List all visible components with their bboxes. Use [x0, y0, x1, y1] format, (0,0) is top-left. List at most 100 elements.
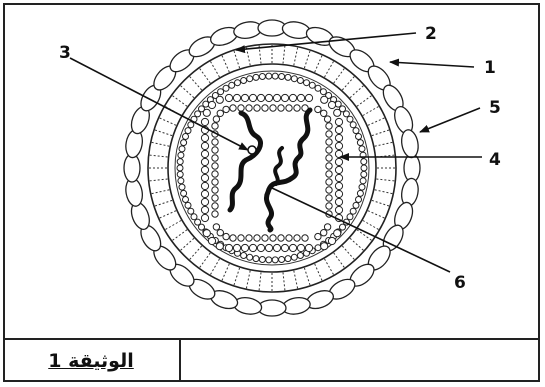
- capsid-bead: [326, 163, 332, 169]
- bilayer-segment: [350, 86, 363, 98]
- matrix-bead: [179, 184, 185, 190]
- capsid-bead: [273, 94, 280, 101]
- matrix-bead: [266, 257, 272, 263]
- capsid-bead: [257, 244, 264, 251]
- bilayer-segment: [283, 272, 285, 290]
- matrix-bead: [259, 74, 265, 80]
- capsid-bead: [216, 243, 223, 250]
- bilayer-segment: [372, 130, 389, 136]
- label-5: 5: [489, 98, 501, 118]
- capsid-bead: [262, 235, 268, 241]
- label-2: 2: [425, 24, 437, 44]
- capsid-bead: [335, 206, 342, 213]
- matrix-bead: [191, 214, 197, 220]
- capsid-bead: [326, 147, 332, 153]
- capsid-bead: [201, 198, 208, 205]
- capsid-bead: [335, 142, 342, 149]
- capsid-bead: [335, 166, 342, 173]
- bilayer-segment: [325, 62, 334, 78]
- matrix-bead: [183, 197, 189, 203]
- capsid-bead: [278, 235, 284, 241]
- matrix-bead: [178, 178, 184, 184]
- bilayer-segment: [304, 51, 310, 68]
- virus-diagram: 2 1 3 5 4 6: [0, 0, 545, 340]
- capsid-bead: [257, 94, 264, 101]
- lipid-bilayer-segments: [149, 45, 395, 291]
- label-3: 3: [59, 43, 71, 63]
- capsid-bead: [225, 244, 232, 251]
- bilayer-segment: [350, 238, 363, 250]
- capsid-bead: [324, 224, 330, 230]
- bilayer-segment: [166, 221, 182, 230]
- bilayer-segment: [315, 264, 322, 281]
- capsid-bead: [212, 203, 218, 209]
- capsid-bead: [201, 190, 208, 197]
- capsid-bead: [201, 134, 208, 141]
- capsid-bead: [335, 198, 342, 205]
- capsid-bead: [212, 147, 218, 153]
- capsid-bead: [335, 126, 342, 133]
- capsid-bead: [230, 105, 236, 111]
- capsid-bead: [328, 101, 335, 108]
- capsid-bead: [281, 94, 288, 101]
- capsid-bead: [324, 116, 330, 122]
- capsid-bead: [249, 244, 256, 251]
- bilayer-segment: [181, 238, 194, 250]
- bilayer-segment: [200, 69, 211, 84]
- matrix-bead: [185, 128, 191, 134]
- bilayer-segment: [211, 259, 220, 275]
- matrix-bead: [285, 74, 291, 80]
- capsid-bead: [225, 94, 232, 101]
- capsid-bead: [335, 118, 342, 125]
- bilayer-segment: [375, 142, 393, 146]
- bilayer-segment: [190, 77, 202, 90]
- bilayer-segment: [222, 56, 229, 73]
- matrix-bead: [279, 257, 285, 263]
- matrix-bead: [259, 257, 265, 263]
- capsid-bead: [289, 244, 296, 251]
- bilayer-segment: [342, 246, 354, 259]
- capsid-bead: [201, 206, 208, 213]
- bilayer-segment: [259, 272, 261, 290]
- capsid-bead: [326, 179, 332, 185]
- matrix-bead: [253, 256, 259, 262]
- bilayer-segment: [294, 48, 298, 66]
- capsid-bead: [246, 235, 252, 241]
- capsid-bead: [212, 123, 218, 129]
- capsid-bead: [212, 187, 218, 193]
- capsid-bead: [262, 105, 268, 111]
- capsid-bead: [217, 110, 223, 116]
- rna-strand-right: [266, 110, 310, 230]
- rna-strand-middle: [275, 148, 282, 184]
- capsid-bead: [326, 155, 332, 161]
- capsid-bead: [223, 233, 229, 239]
- matrix-bead: [357, 140, 363, 146]
- matrix-bead: [353, 202, 359, 208]
- matrix-bead: [315, 85, 321, 91]
- capsid-bead: [335, 182, 342, 189]
- matrix-bead: [297, 253, 303, 259]
- capsid-bead: [241, 244, 248, 251]
- capsid-bead: [208, 101, 215, 108]
- capsid-bead: [278, 105, 284, 111]
- matrix-bead: [241, 78, 247, 84]
- matrix-bead: [291, 76, 297, 82]
- capsid-bead: [270, 105, 276, 111]
- matrix-bead: [359, 184, 365, 190]
- capsid-bead: [254, 235, 260, 241]
- capsid-bead: [213, 116, 219, 122]
- capsid-bead: [203, 230, 210, 237]
- matrix-bead: [177, 159, 183, 165]
- capsid-bead: [212, 171, 218, 177]
- capsid-bead: [212, 155, 218, 161]
- matrix-bead: [241, 253, 247, 259]
- capsid-bead: [286, 105, 292, 111]
- matrix-bead: [179, 146, 185, 152]
- matrix-bead: [177, 171, 183, 177]
- matrix-bead: [347, 116, 353, 122]
- matrix-bead: [185, 202, 191, 208]
- matrix-bead: [361, 159, 367, 165]
- bilayer-segment: [155, 130, 172, 136]
- glycoprotein-spike: [258, 20, 286, 36]
- capsid-bead: [335, 190, 342, 197]
